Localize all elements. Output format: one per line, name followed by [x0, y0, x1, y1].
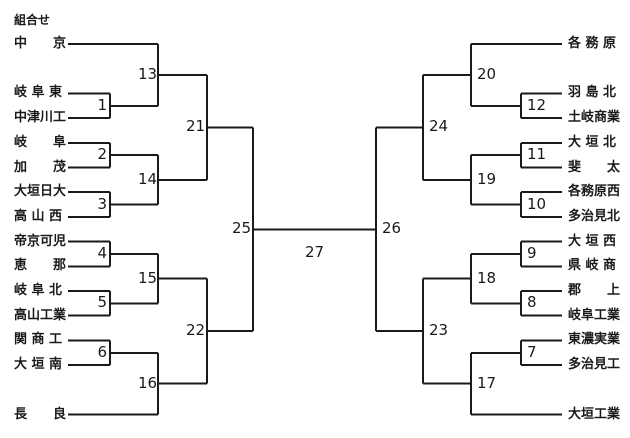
match-number: 16 [138, 373, 158, 392]
team-label: 各務原西 [568, 184, 621, 200]
match-number: 24 [429, 117, 449, 136]
team-label: 高山工業 [14, 307, 67, 323]
match-number: 10 [527, 194, 547, 213]
team-label: 各 務 原 [568, 36, 617, 51]
team-label: 土岐商業 [568, 110, 621, 126]
team-label: 大 垣 南 [14, 357, 63, 373]
team-label: 郡 上 [568, 283, 621, 298]
match-number: 17 [477, 373, 497, 392]
team-label: 岐 阜 [14, 134, 67, 150]
team-label: 大 垣 北 [568, 134, 617, 150]
match-number: 20 [477, 64, 497, 83]
bracket-caption: 組合せ [14, 13, 51, 27]
match-number: 15 [138, 268, 158, 287]
team-label: 羽 島 北 [568, 85, 617, 101]
team-label: 東濃実業 [568, 332, 621, 348]
team-label: 多治見北 [568, 208, 621, 224]
team-label: 大垣日大 [14, 184, 67, 200]
match-number: 11 [527, 145, 547, 164]
match-number: 22 [186, 321, 206, 340]
team-label: 中津川工 [14, 110, 67, 126]
team-label: 岐阜工業 [568, 307, 621, 323]
team-label: 岐 阜 北 [14, 283, 63, 298]
team-label: 大 垣 西 [568, 233, 617, 249]
match-number: 13 [138, 64, 158, 83]
match-number: 4 [97, 243, 107, 262]
bracket-line-group [68, 43, 562, 416]
match-number: 25 [232, 219, 252, 238]
team-label: 県 岐 商 [568, 258, 617, 274]
match-number: 12 [527, 95, 547, 114]
team-label: 多治見工 [568, 357, 621, 373]
match-number: 5 [97, 293, 107, 312]
match-number: 7 [527, 342, 537, 361]
team-label: 中 京 [14, 36, 67, 51]
match-number: 21 [186, 117, 206, 136]
team-label: 加 茂 [14, 159, 67, 175]
team-label: 岐 阜 東 [14, 85, 63, 101]
final-match-number: 27 [305, 243, 325, 261]
match-number: 26 [382, 219, 402, 238]
match-number: 3 [97, 194, 107, 213]
team-label: 大垣工業 [568, 406, 621, 422]
match-number: 19 [477, 169, 497, 188]
match-number: 1 [97, 95, 107, 114]
team-label: 帝京可児 [14, 233, 67, 249]
team-label: 斐 太 [568, 159, 621, 175]
match-number: 6 [97, 342, 107, 361]
team-label: 関 商 工 [14, 332, 63, 348]
match-number: 23 [429, 321, 449, 340]
team-label: 恵 那 [14, 258, 67, 274]
team-label: 高 山 西 [14, 208, 63, 224]
match-number: 14 [138, 169, 158, 188]
match-number: 9 [527, 243, 537, 262]
match-number: 8 [527, 293, 537, 312]
match-number: 2 [97, 145, 107, 164]
team-label: 長 良 [14, 406, 67, 422]
match-number: 18 [477, 268, 497, 287]
